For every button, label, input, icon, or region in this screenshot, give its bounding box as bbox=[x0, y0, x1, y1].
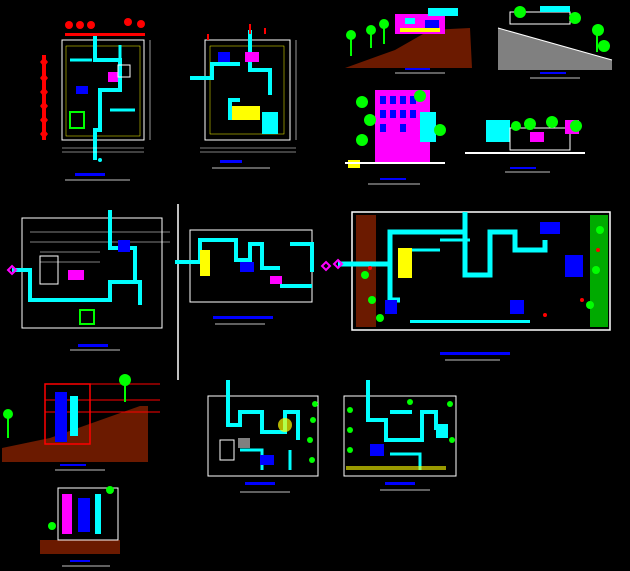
elevation-hillside-2 bbox=[497, 6, 613, 79]
plan-left-large bbox=[6, 210, 170, 351]
plan-middle bbox=[175, 229, 332, 325]
elevation-side bbox=[465, 116, 585, 173]
elevation-front bbox=[345, 90, 446, 185]
plan-lower-2 bbox=[343, 380, 457, 491]
plan-lower-1 bbox=[207, 380, 319, 493]
palm-trees bbox=[346, 19, 389, 56]
floor-plan-2 bbox=[190, 24, 297, 169]
section-small bbox=[40, 486, 120, 567]
site-plan bbox=[332, 211, 611, 361]
floor-plan-1 bbox=[36, 18, 151, 181]
section-hillside bbox=[2, 374, 160, 471]
elevation-hillside-1 bbox=[345, 8, 472, 74]
red-column-markers-left bbox=[36, 55, 48, 140]
red-column-markers-top bbox=[65, 18, 145, 36]
